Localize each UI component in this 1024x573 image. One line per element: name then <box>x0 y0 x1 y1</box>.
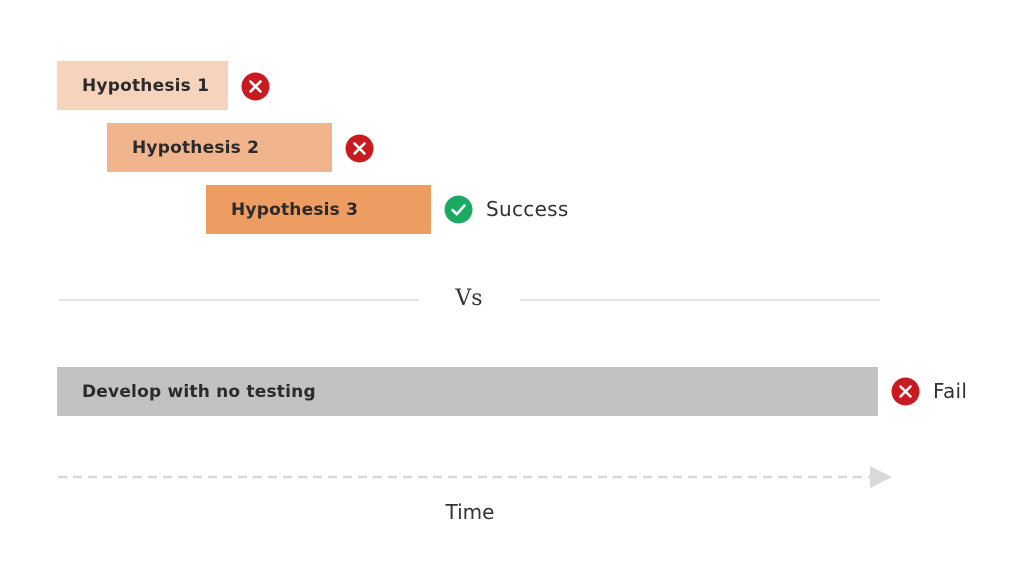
time-arrow <box>58 462 894 492</box>
success-label: Success <box>486 197 569 221</box>
success-check-icon <box>444 195 473 224</box>
no-testing-bar: Develop with no testing <box>57 367 878 416</box>
hypothesis-2-bar: Hypothesis 2 <box>107 123 332 172</box>
vs-label: Vs <box>455 286 483 311</box>
time-label: Time <box>445 500 495 524</box>
hypothesis-3-label: Hypothesis 3 <box>231 199 359 220</box>
hypothesis-3-bar: Hypothesis 3 <box>206 185 431 234</box>
hypothesis-1-bar: Hypothesis 1 <box>57 61 228 110</box>
fail-label: Fail <box>933 379 968 403</box>
fail-icon <box>345 134 374 163</box>
fail-icon <box>241 72 270 101</box>
hypothesis-2-label: Hypothesis 2 <box>132 137 260 158</box>
fail-icon <box>891 377 920 406</box>
divider-right <box>520 299 880 301</box>
divider-left <box>59 299 419 301</box>
no-testing-label: Develop with no testing <box>82 381 316 402</box>
hypothesis-1-label: Hypothesis 1 <box>82 75 210 96</box>
